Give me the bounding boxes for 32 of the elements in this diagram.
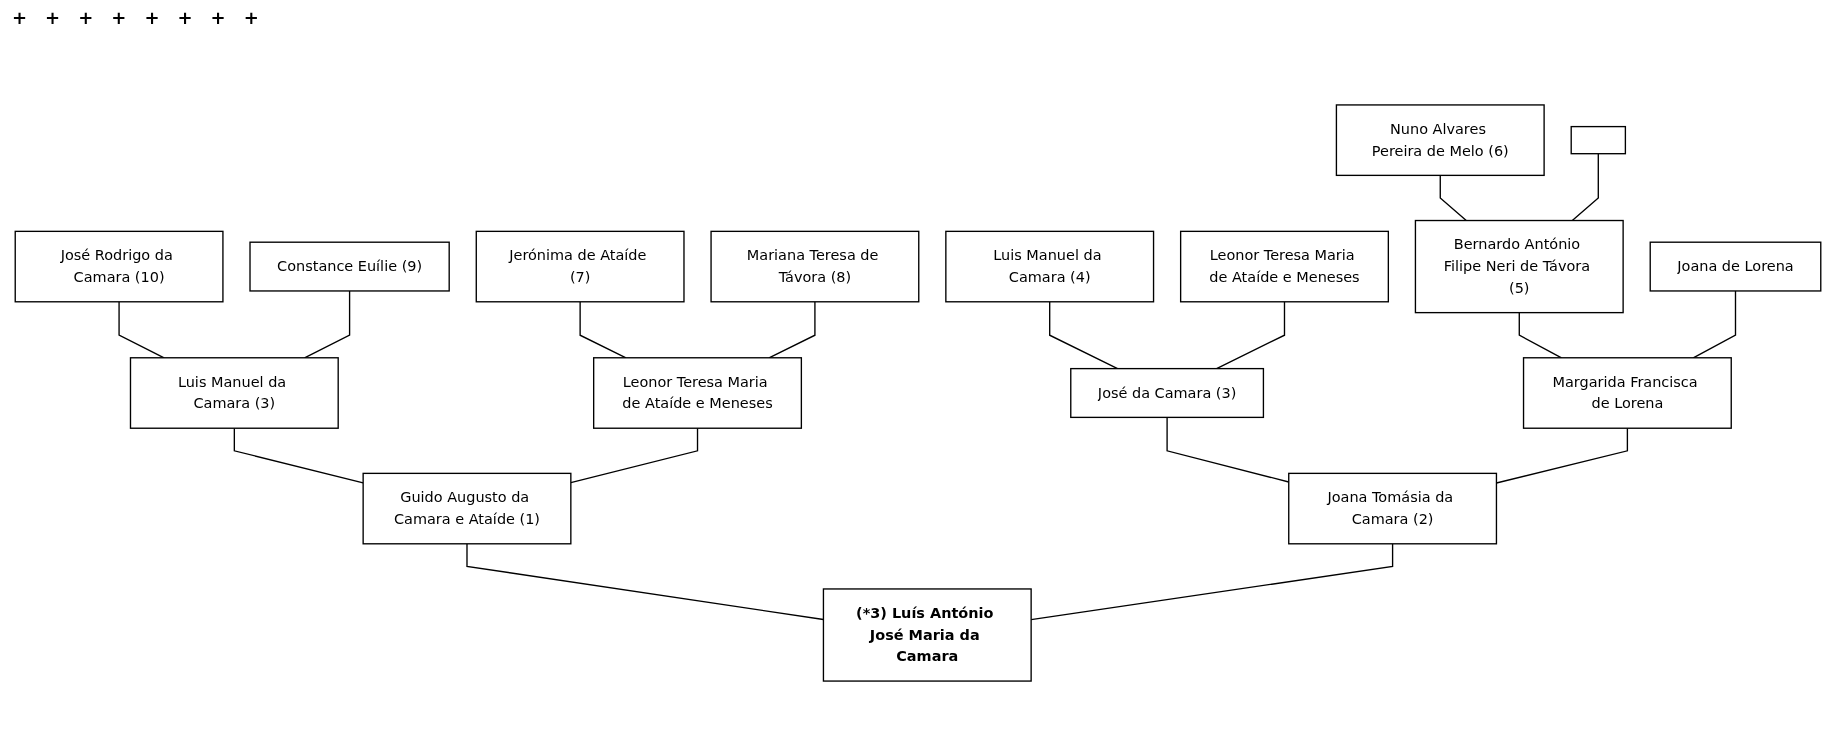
plus-sign: + [12,6,28,28]
node-box: Luis Manuel da Camara (3) [129,357,339,429]
connector [1571,153,1599,222]
node-box: Guido Augusto da Camara e Ataíde (1) [362,472,572,545]
connector [1439,174,1467,222]
node-box: Bernardo António Filipe Neri de Távora (5) [1414,219,1624,314]
node-box: José da Camara (3) [1070,367,1265,419]
plus-sign: + [177,6,193,28]
node-box: Leonor Teresa Maria de Ataíde e Meneses [593,357,803,429]
node-box: Joana Tomásia da Camara (2) [1288,472,1498,545]
plus-sign: + [111,6,127,28]
node-box: Leonor Teresa Maria de Ataíde e Meneses [1179,230,1389,303]
node-box: Joana de Lorena [1649,241,1822,292]
plus-sign: + [210,6,226,28]
node-box: Jerónima de Ataíde (7) [475,230,685,303]
node-box: José Rodrigo da Camara (10) [14,230,224,303]
plus-sign: + [243,6,259,28]
connector [570,427,699,484]
node-box: Margarida Francisca de Lorena [1522,357,1732,429]
connector [1049,301,1119,370]
node-box: Constance Euílie (9) [249,241,450,292]
node-box: Mariana Teresa de Távora (8) [710,230,920,303]
plus-sign: + [78,6,94,28]
node-box: Luis Manuel da Camara (4) [945,230,1155,303]
node-box: (*3) Luís António José Maria da Camara [822,588,1032,682]
node-box [1570,125,1627,155]
connector [1518,311,1563,359]
plus-sign: + [45,6,61,28]
node-box: Nuno Alvares Pereira de Melo (6) [1335,104,1545,177]
plus-sign: + [144,6,160,28]
connector [1215,301,1286,370]
connector [233,427,364,484]
